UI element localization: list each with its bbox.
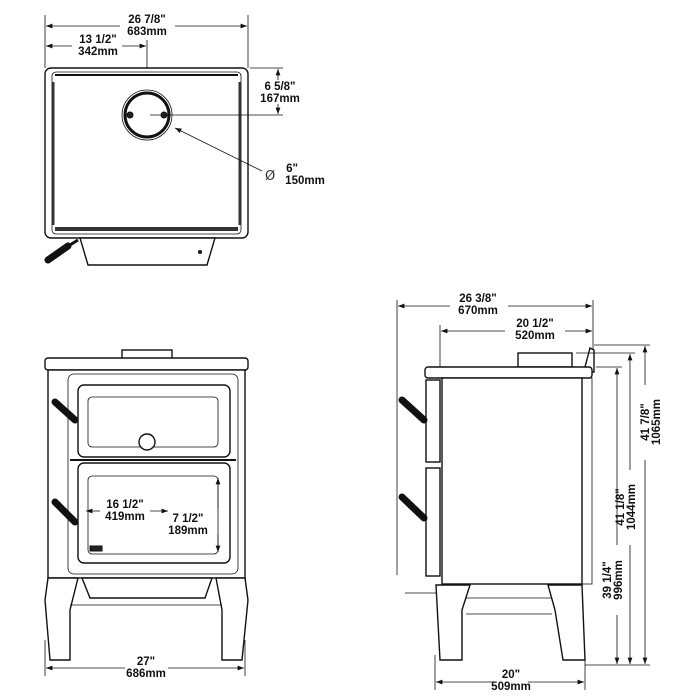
front-view: 16 1/2" 419mm 7 1/2" 189mm 27" 686mm — [44, 349, 249, 680]
handle-icon — [51, 398, 79, 526]
height-overall-mm: 1065mm — [651, 399, 663, 445]
body-depth-in: 20 1/2" — [516, 318, 553, 330]
firebox-width-in: 16 1/2" — [106, 499, 143, 511]
side-depth-mm: 670mm — [458, 305, 498, 317]
flue-offset-x-mm: 342mm — [78, 46, 118, 58]
firebox-width-mm: 419mm — [105, 511, 145, 523]
flue-diameter-mm: 150mm — [285, 175, 325, 187]
height-collar-mm: 1044mm — [626, 484, 638, 530]
height-overall-in: 41 7/8" — [640, 403, 652, 440]
front-width-mm: 686mm — [126, 668, 166, 680]
handle-icon — [44, 238, 79, 264]
firebox-height-in: 7 1/2" — [172, 513, 203, 525]
handle-icon — [398, 396, 428, 522]
leg-depth-mm: 509mm — [491, 681, 531, 693]
side-depth-in: 26 3/8" — [459, 293, 496, 305]
front-width-in: 27" — [137, 656, 155, 668]
diameter-symbol: Ø — [265, 169, 275, 184]
top-width-in: 26 7/8" — [128, 14, 165, 26]
upper-door — [77, 384, 231, 458]
flue-diameter-in: 6" — [286, 163, 298, 175]
flue-offset-y-mm: 167mm — [260, 93, 300, 105]
height-top-in: 39 1/4" — [602, 561, 614, 598]
leg-depth-in: 20" — [502, 669, 520, 681]
firebox-height-mm: 189mm — [168, 525, 208, 537]
height-top-mm: 996mm — [613, 560, 625, 600]
flue-offset-x-in: 13 1/2" — [79, 34, 116, 46]
height-collar-in: 41 1/8" — [615, 488, 627, 525]
side-view: 26 3/8" 670mm 20 1/2" 520mm — [396, 293, 663, 693]
top-view: 26 7/8" 683mm 13 1/2" 342mm 6 5/8" 167mm… — [44, 14, 325, 266]
lower-door — [77, 462, 231, 564]
top-width-mm: 683mm — [127, 26, 167, 38]
flue-offset-y-in: 6 5/8" — [264, 81, 295, 93]
body-depth-mm: 520mm — [515, 330, 555, 342]
